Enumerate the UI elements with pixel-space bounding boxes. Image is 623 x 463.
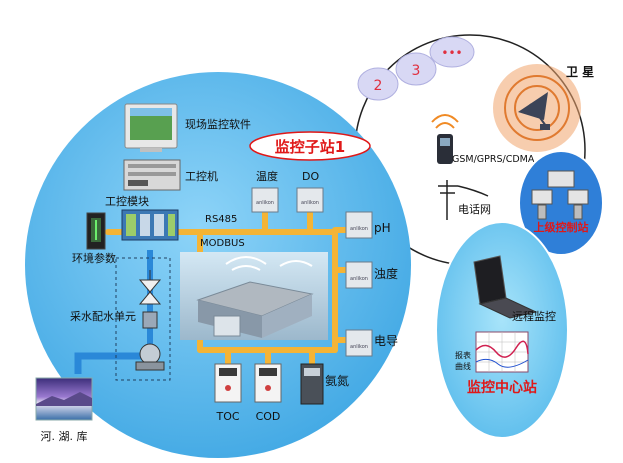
- phone-net-label: 电话网: [458, 203, 491, 216]
- modbus-label: MODBUS: [200, 238, 245, 249]
- sensor-do-brand: anlikon: [301, 200, 319, 206]
- laptop-icon: [473, 255, 538, 319]
- satellite-icon: [493, 64, 581, 152]
- do-label: DO: [302, 170, 319, 183]
- sensor-conductivity-brand: anlikon: [350, 344, 368, 350]
- sensor-do: anlikon: [296, 187, 324, 213]
- monitor-software-icon: [124, 103, 178, 152]
- monitoring-room-picture: [180, 252, 328, 340]
- report-chart-icon: [475, 331, 529, 373]
- bubble-more: [429, 36, 475, 68]
- bubble-more-label: •••: [441, 46, 462, 60]
- water-intake-pipe: [74, 352, 150, 374]
- toc-label: TOC: [215, 410, 239, 423]
- rs485-label: RS485: [205, 214, 237, 225]
- filter-icon: [142, 311, 158, 329]
- sensor-temperature: anlikon: [251, 187, 279, 213]
- analyzer-ammonia: [300, 363, 324, 405]
- water-unit-label: 采水配水单元: [70, 310, 136, 323]
- upper-station-oval: [518, 150, 604, 256]
- ph-label: pH: [374, 221, 391, 235]
- control-module-icon: [121, 209, 179, 241]
- sensor-ph: anlikon: [345, 211, 373, 239]
- module-label: 工控模块: [105, 194, 149, 208]
- substation-title-oval: [249, 131, 371, 161]
- river-label: 河. 湖. 库: [41, 430, 88, 443]
- upper-station-computers-icon: [531, 170, 589, 220]
- sensor-ph-brand: anlikon: [350, 226, 368, 232]
- water-valve-icon: [138, 270, 162, 305]
- center-station-label: 监控中心站: [467, 379, 537, 396]
- sensor-turbidity-brand: anlikon: [350, 276, 368, 282]
- software-label: 现场监控软件: [185, 117, 251, 131]
- bubble-3: [395, 52, 437, 86]
- mobile-phone-icon: [431, 114, 459, 164]
- pump-icon: [135, 343, 165, 371]
- ipc-label: 工控机: [185, 169, 218, 183]
- remote-monitor-label: 远程监控: [512, 309, 556, 323]
- cod-label: COD: [256, 410, 281, 423]
- sensor-temperature-brand: anlikon: [256, 200, 274, 206]
- gsm-label: GSM/GPRS/CDMA: [452, 154, 535, 165]
- env-label: 环境参数: [72, 251, 116, 265]
- ammonia-label: 氨氮: [325, 373, 349, 388]
- analyzer-cod: [254, 363, 282, 403]
- analyzer-toc: [214, 363, 242, 403]
- bubble-2: [357, 67, 399, 101]
- bubble-3-label: 3: [412, 63, 421, 79]
- bubble-2-label: 2: [374, 78, 383, 94]
- report-label-line2: 曲线: [455, 361, 471, 371]
- report-label-line1: 报表: [455, 350, 471, 360]
- sensor-turbidity: anlikon: [345, 261, 373, 289]
- turbidity-label: 浊度: [374, 266, 398, 281]
- sensor-conductivity: anlikon: [345, 329, 373, 357]
- environment-device-icon: [86, 212, 106, 250]
- lake-picture: [35, 377, 93, 421]
- substation-title: 监控子站1: [275, 138, 345, 156]
- conductivity-label: 电导: [374, 334, 398, 348]
- center-station-oval: [435, 221, 569, 439]
- industrial-computer-icon: [123, 159, 181, 191]
- water-unit-frame: [115, 257, 171, 381]
- temp-label: 温度: [256, 169, 278, 183]
- satellite-label: 卫 星: [566, 65, 594, 79]
- upper-station-label: 上级控制站: [534, 220, 589, 234]
- telephone-pole-icon: [438, 180, 489, 220]
